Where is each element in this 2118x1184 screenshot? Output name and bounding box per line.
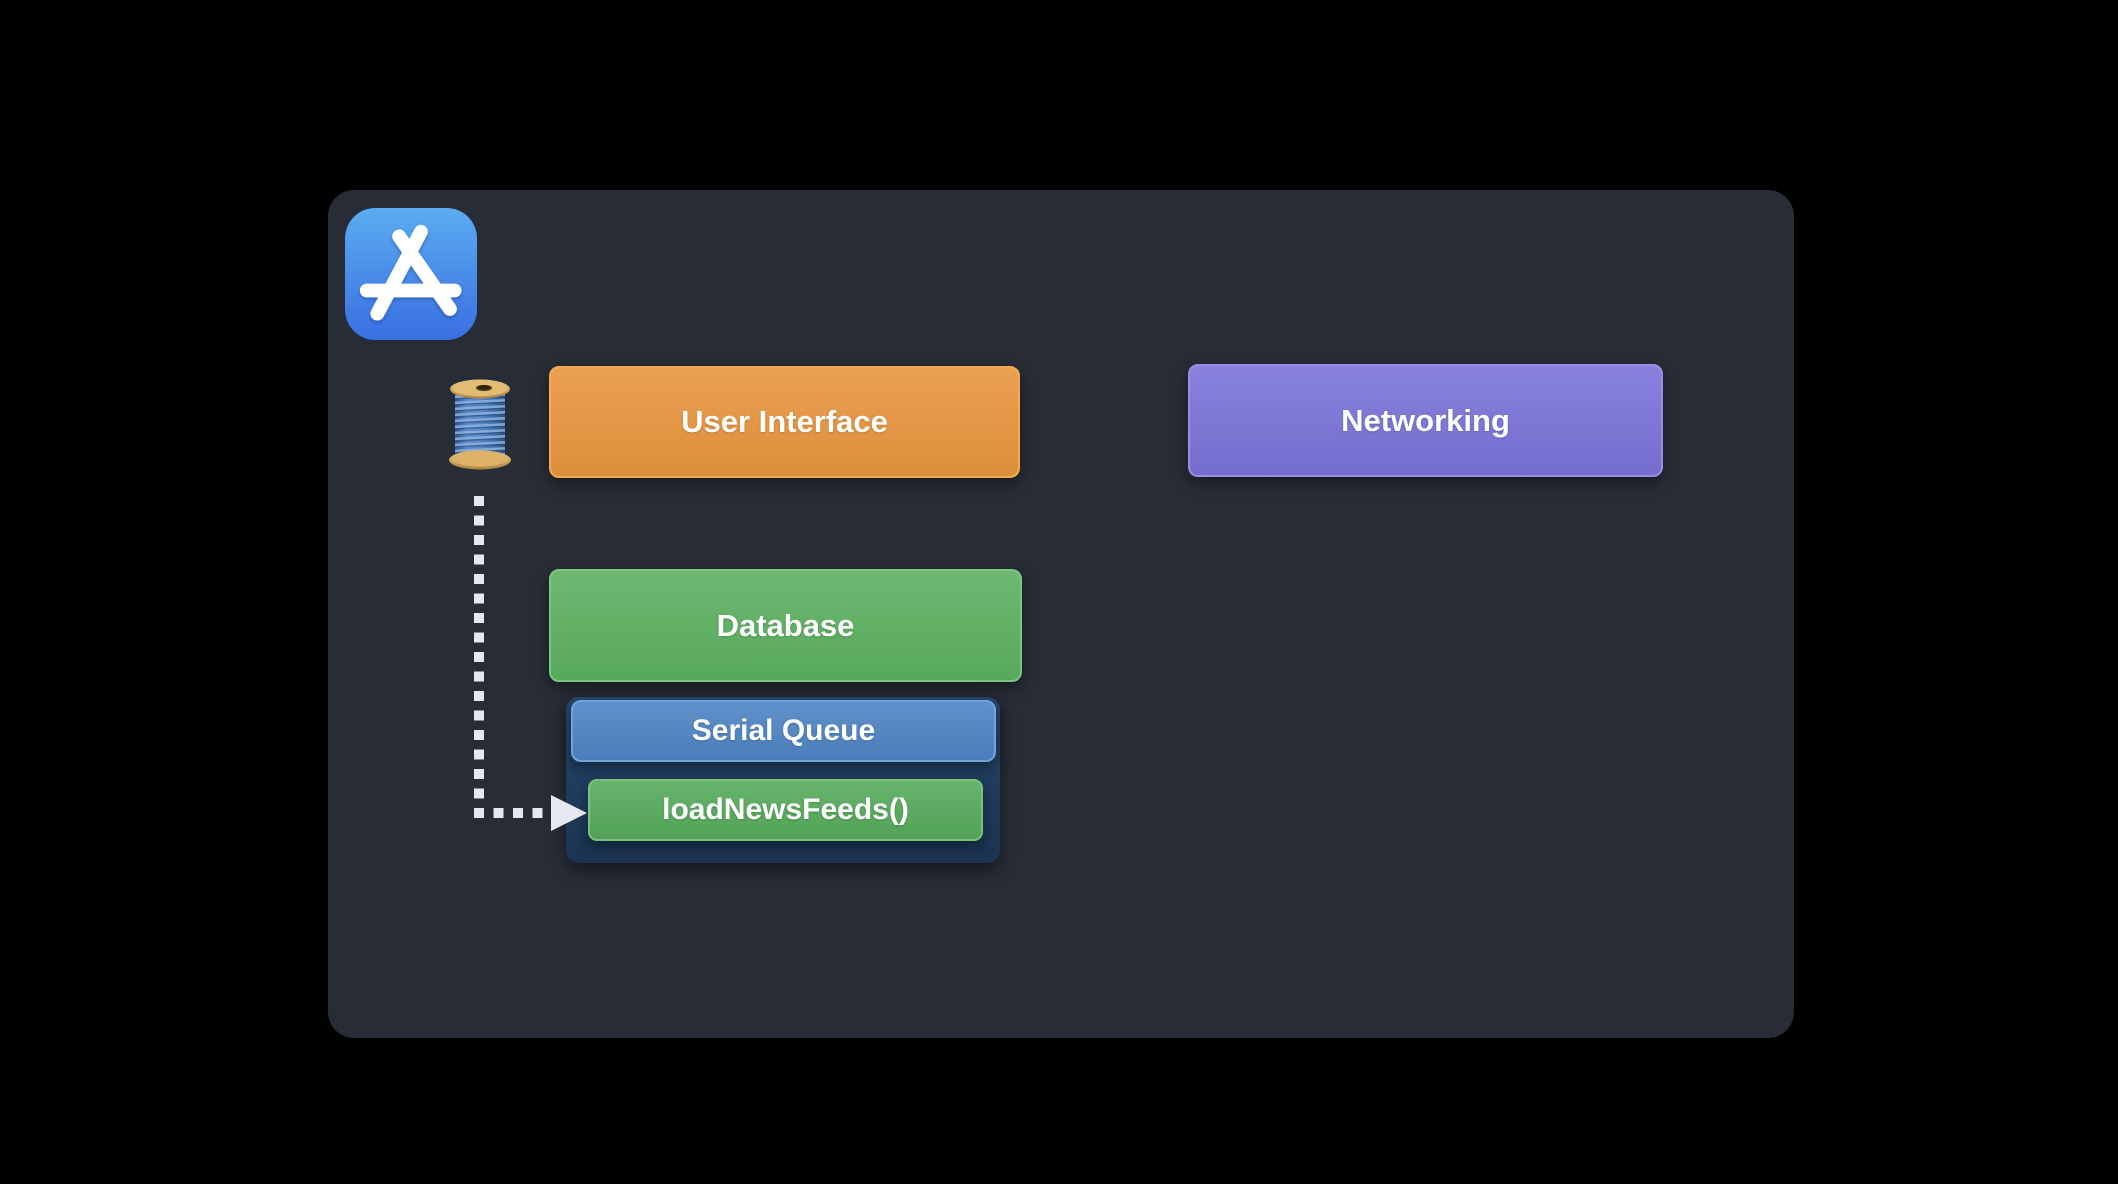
node-user-interface: User Interface	[549, 366, 1020, 478]
app-store-icon	[345, 208, 477, 340]
node-database-label: Database	[716, 607, 855, 643]
node-serial-queue-label: Serial Queue	[691, 714, 876, 747]
node-networking-label: Networking	[1341, 402, 1510, 438]
node-load-news-feeds: loadNewsFeeds()	[588, 779, 983, 841]
node-user-interface-label: User Interface	[681, 404, 888, 439]
node-database: Database	[549, 569, 1022, 682]
node-networking: Networking	[1188, 364, 1663, 477]
diagram-panel	[328, 190, 1794, 1038]
node-load-news-feeds-label: loadNewsFeeds()	[662, 793, 909, 826]
thread-spool-icon	[449, 379, 511, 470]
node-serial-queue: Serial Queue	[571, 700, 996, 762]
